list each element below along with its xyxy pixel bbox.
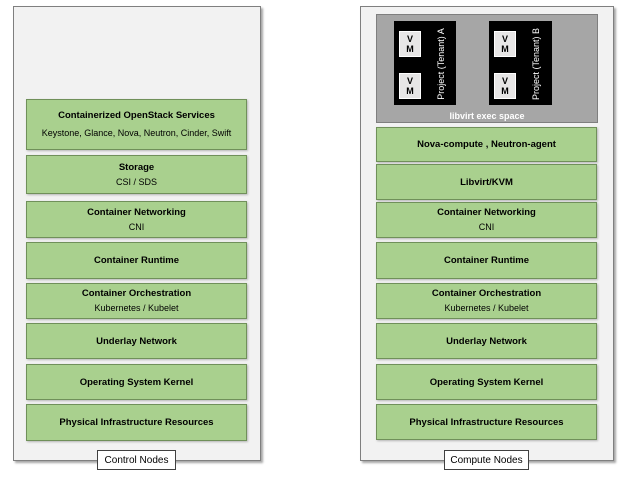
- layer-title: Container Runtime: [94, 255, 179, 266]
- layer-title: Storage: [118, 161, 155, 173]
- layer-title: Underlay Network: [96, 335, 177, 347]
- compute-layer-libvirt-kvm: Libvirt/KVM: [376, 164, 597, 200]
- vm-box: V M: [399, 31, 421, 57]
- control-layer-container-networking: Container Networking CNI: [26, 201, 247, 238]
- compute-layer-underlay-network: Underlay Network: [376, 323, 597, 359]
- layer-subtitle: Kubernetes / Kubelet: [444, 303, 529, 313]
- control-layer-physical-infrastructure: Physical Infrastructure Resources: [26, 404, 247, 441]
- layer-title: Container Orchestration: [81, 288, 192, 299]
- project-label: Project (Tenant) A: [436, 28, 446, 100]
- layer-subtitle: CNI: [478, 222, 495, 232]
- layer-subtitle: Keystone, Glance, Nova, Neutron, Cinder,…: [41, 128, 232, 138]
- vm-box: V M: [494, 73, 516, 99]
- layer-title: Containerized OpenStack Services: [58, 110, 215, 121]
- layer-subtitle: CNI: [128, 221, 145, 232]
- layer-title: Container Networking: [87, 206, 186, 218]
- compute-layer-nova-neutron: Nova-compute , Neutron-agent: [376, 127, 597, 162]
- project-label: Project (Tenant) B: [531, 27, 541, 101]
- layer-title: Physical Infrastructure Resources: [409, 416, 564, 428]
- layer-subtitle: CSI / SDS: [115, 176, 157, 187]
- layer-subtitle: Kubernetes / Kubelet: [94, 303, 179, 313]
- libvirt-exec-space: V M V M Project (Tenant) A V M V M Proje…: [376, 14, 598, 123]
- control-layer-openstack-services: Containerized OpenStack Services Keyston…: [26, 99, 247, 150]
- layer-title: Operating System Kernel: [429, 376, 544, 388]
- layer-title: Container Orchestration: [431, 288, 542, 299]
- vm-box: V M: [494, 31, 516, 57]
- vm-letter-m: M: [501, 86, 509, 96]
- layer-title: Container Networking: [437, 207, 536, 218]
- compute-layer-container-networking: Container Networking CNI: [376, 202, 597, 238]
- compute-layer-physical-infrastructure: Physical Infrastructure Resources: [376, 404, 597, 440]
- vm-letter-v: V: [406, 76, 413, 86]
- vm-letter-v: V: [501, 76, 508, 86]
- control-layer-os-kernel: Operating System Kernel: [26, 364, 247, 400]
- layer-title: Operating System Kernel: [79, 376, 194, 388]
- vm-box: V M: [399, 73, 421, 99]
- layer-title: Container Runtime: [444, 255, 529, 266]
- vm-letter-m: M: [501, 44, 509, 54]
- compute-nodes-caption: Compute Nodes: [444, 450, 529, 470]
- vm-letter-v: V: [501, 34, 508, 44]
- control-layer-storage: Storage CSI / SDS: [26, 155, 247, 194]
- project-tenant-a: V M V M Project (Tenant) A: [394, 21, 456, 105]
- project-tenant-b: V M V M Project (Tenant) B: [489, 21, 552, 105]
- control-layer-container-orchestration: Container Orchestration Kubernetes / Kub…: [26, 283, 247, 319]
- vm-letter-m: M: [406, 86, 414, 96]
- layer-title: Libvirt/KVM: [460, 176, 513, 188]
- control-layer-container-runtime: Container Runtime: [26, 242, 247, 279]
- compute-layer-container-runtime: Container Runtime: [376, 242, 597, 279]
- layer-title: Physical Infrastructure Resources: [59, 417, 214, 428]
- control-nodes-caption: Control Nodes: [97, 450, 176, 470]
- vm-letter-v: V: [406, 34, 413, 44]
- compute-layer-container-orchestration: Container Orchestration Kubernetes / Kub…: [376, 283, 597, 319]
- control-layer-underlay-network: Underlay Network: [26, 323, 247, 359]
- compute-layer-os-kernel: Operating System Kernel: [376, 364, 597, 400]
- layer-title: Nova-compute , Neutron-agent: [417, 139, 556, 150]
- vm-letter-m: M: [406, 44, 414, 54]
- layer-title: Underlay Network: [446, 335, 527, 347]
- libvirt-exec-space-label: libvirt exec space: [449, 111, 525, 121]
